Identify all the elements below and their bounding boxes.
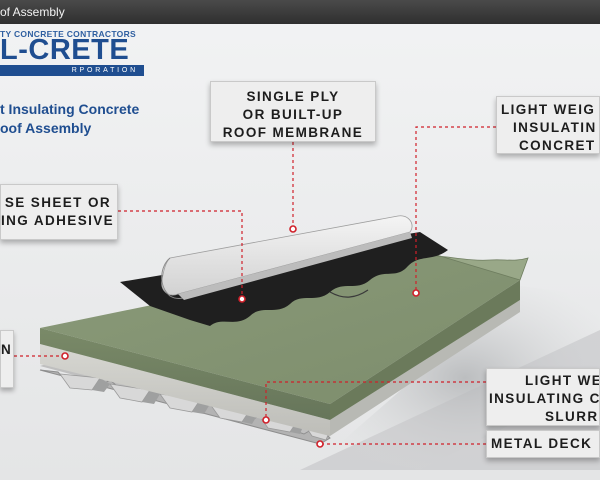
diagram-heading-line2: oof Assembly	[0, 120, 92, 136]
label-lwic-top: LIGHT WEIG INSULATIN CONCRET	[496, 96, 600, 154]
leader-base-sheet	[118, 210, 243, 298]
base-sheet-black	[120, 232, 448, 326]
dot-slurry	[262, 416, 270, 424]
membrane-roll-shade	[178, 232, 412, 300]
base-sheet-ripple	[329, 289, 369, 298]
label-text: SINGLE PLY	[246, 89, 340, 104]
logo-tagline: TY CONCRETE CONTRACTORS	[0, 29, 136, 39]
lwic-slab-front	[40, 328, 330, 420]
label-text: LIGHT WEIG	[501, 102, 596, 117]
label-text: SE SHEET OR	[4, 195, 111, 210]
label-text: OR BUILT-UP	[242, 107, 344, 122]
leader-lwic-top	[415, 126, 496, 293]
lwic-slab-top	[40, 250, 520, 404]
label-text: INSULATING CO	[489, 391, 600, 406]
logo-wordmark: L-CRETE	[0, 38, 130, 63]
label-text: LIGHT WE	[525, 373, 600, 388]
dot-metal-deck	[316, 440, 324, 448]
slurry-layer-side	[330, 300, 520, 436]
video-title-bar: of Assembly	[0, 0, 600, 24]
leader-lines	[14, 126, 496, 445]
label-base-sheet: SE SHEET OR ING ADHESIVE	[0, 184, 118, 240]
leader-dots	[61, 225, 420, 448]
slurry-layer-front	[40, 344, 330, 436]
leader-slurry	[265, 381, 486, 420]
label-roof-membrane: SINGLE PLY OR BUILT-UP ROOF MEMBRANE	[210, 81, 376, 142]
dot-lwic-top	[412, 289, 420, 297]
label-text: INSULATIN	[513, 120, 597, 135]
label-lwic-slurry: LIGHT WE INSULATING CO SLURR	[486, 368, 600, 426]
ground-shadow-soft	[330, 286, 600, 470]
label-metal-deck: METAL DECK	[486, 430, 600, 458]
label-text: SLURR	[545, 409, 599, 424]
video-title: of Assembly	[0, 5, 65, 19]
label-text: CONCRET	[519, 138, 596, 153]
label-text: N	[1, 342, 13, 357]
dot-membrane	[289, 225, 297, 233]
label-text: ING ADHESIVE	[1, 213, 115, 228]
label-left-layer: N	[0, 330, 14, 388]
logo-subline: RPORATION	[0, 65, 144, 76]
label-text: METAL DECK	[491, 436, 593, 451]
lwic-slab-side	[330, 280, 520, 420]
dot-left-layer	[61, 352, 69, 360]
diagram-heading-line1: t Insulating Concrete	[0, 101, 140, 117]
label-text: ROOF MEMBRANE	[222, 125, 364, 140]
dot-base-sheet	[238, 295, 246, 303]
